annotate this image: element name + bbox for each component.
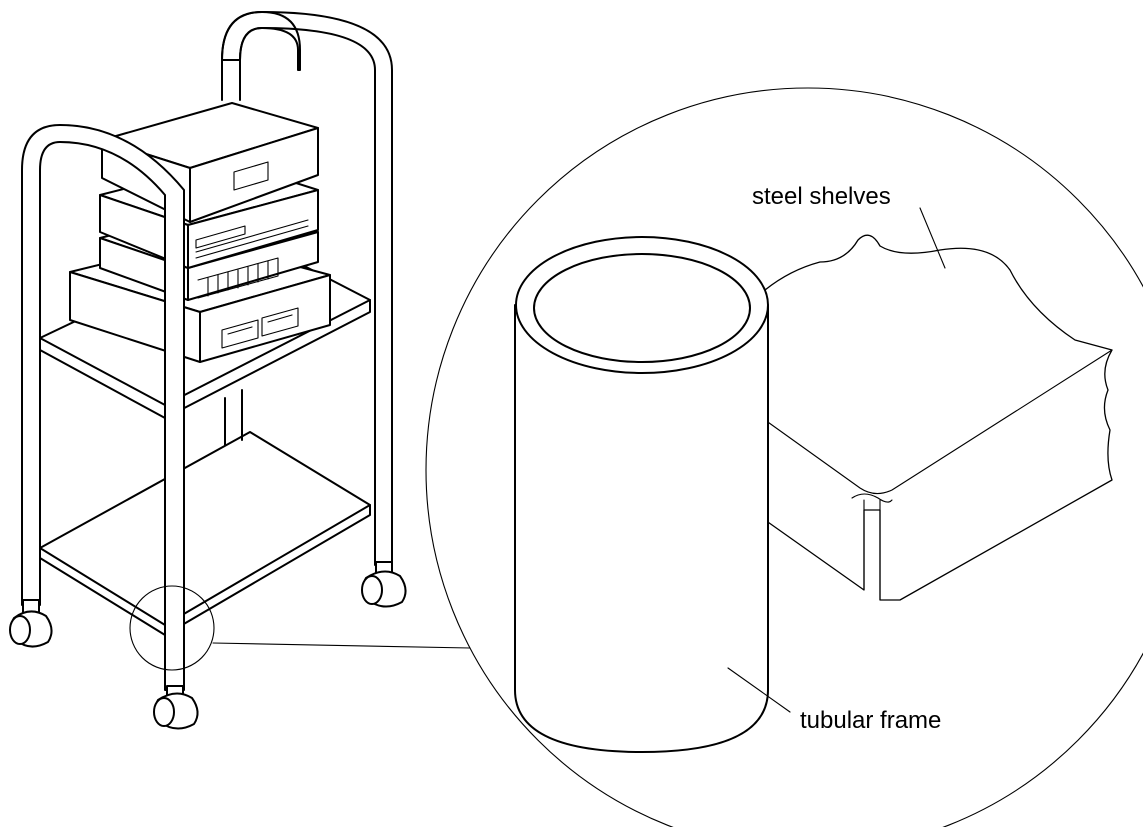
caster-wheel-rear [361,561,407,608]
tubular-frame-leader [727,667,791,713]
tubular-frame-label: tubular frame [800,707,941,734]
caster-wheel-front-center [153,685,199,730]
steel-shelves-leader [919,207,946,269]
tubular-frame-detail [514,236,769,753]
lower-shelf [39,431,371,636]
caster-wheel-front-left [9,599,53,648]
front-frame-tube [21,124,185,691]
detail-magnifier-circle [425,87,1143,827]
detail-callout-circle [129,585,215,671]
callout-connector-line [212,642,471,649]
av-cart [9,11,407,730]
rear-frame-tube [221,11,393,566]
detail-view: steel shelves tubular frame [425,87,1143,827]
steel-shelves-label: steel shelves [752,183,891,210]
steel-shelf-detail [764,234,1113,601]
